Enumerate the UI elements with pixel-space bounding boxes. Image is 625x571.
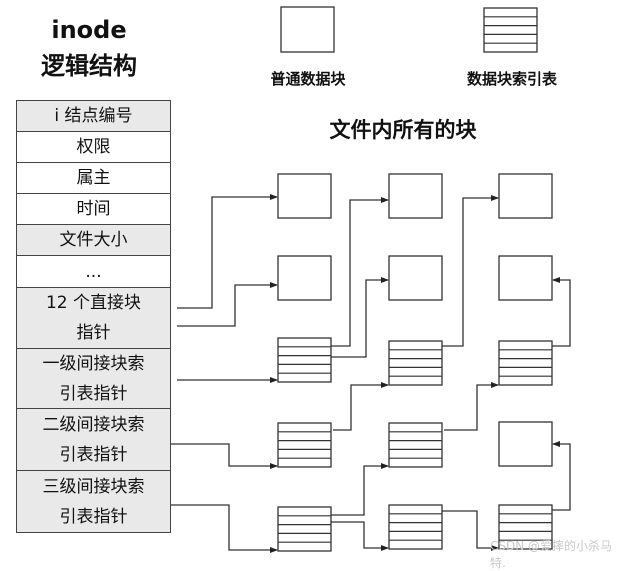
plain-block <box>388 173 443 219</box>
arrow <box>442 195 499 347</box>
plain-block <box>277 173 332 219</box>
inode-row-size: 文件大小 <box>17 225 170 256</box>
inode-row-permission: 权限 <box>17 132 170 163</box>
index-block <box>388 504 443 550</box>
plain-block <box>498 173 553 219</box>
legend-index-block <box>483 7 538 53</box>
arrow <box>444 382 499 431</box>
inode-row-triple-indirect: 三级间接块索引表指针 <box>17 471 170 532</box>
watermark: CSDN @爱摔的小杀马特. <box>490 539 613 570</box>
index-block <box>277 422 332 468</box>
plain-block <box>498 255 553 301</box>
inode-row-direct: 12 个直接块指针 <box>17 288 170 349</box>
plain-block <box>388 255 443 301</box>
index-block <box>277 337 332 383</box>
inode-row-number: i 结点编号 <box>17 101 170 132</box>
blocks-title: 文件内所有的块 <box>329 118 477 142</box>
inode-table: i 结点编号 权限 属主 时间 文件大小 ... 12 个直接块指针 一级间接块… <box>16 100 171 533</box>
inode-row-time: 时间 <box>17 194 170 225</box>
block-diagram <box>171 6 571 553</box>
legend-plain-block <box>280 6 335 53</box>
arrow <box>331 521 389 551</box>
arrow <box>442 510 499 551</box>
diagram-title: inode <box>51 16 127 44</box>
legend-index-label: 数据块索引表 <box>466 70 557 88</box>
inode-row-owner: 属主 <box>17 163 170 194</box>
index-block <box>277 506 332 552</box>
plain-block <box>498 421 553 467</box>
inode-row-double-indirect: 二级间接块索引表指针 <box>17 409 170 471</box>
diagram-subtitle: 逻辑结构 <box>41 52 137 80</box>
arrow <box>331 277 389 358</box>
index-block <box>498 340 553 386</box>
arrow-direct-1 <box>177 194 278 309</box>
arrow <box>333 382 389 431</box>
arrow <box>331 463 389 516</box>
arrow <box>331 197 389 347</box>
arrow <box>552 441 571 511</box>
arrow <box>552 277 571 347</box>
arrow-triple-indirect <box>171 504 278 553</box>
plain-block <box>277 255 332 301</box>
legend-plain-label: 普通数据块 <box>270 70 346 88</box>
arrow-double-indirect <box>171 443 278 469</box>
inode-row-ellipsis: ... <box>17 256 170 288</box>
arrow-direct-2 <box>177 282 278 327</box>
index-block <box>388 340 443 386</box>
index-block <box>388 422 443 468</box>
inode-row-single-indirect: 一级间接块索引表指针 <box>17 349 170 409</box>
